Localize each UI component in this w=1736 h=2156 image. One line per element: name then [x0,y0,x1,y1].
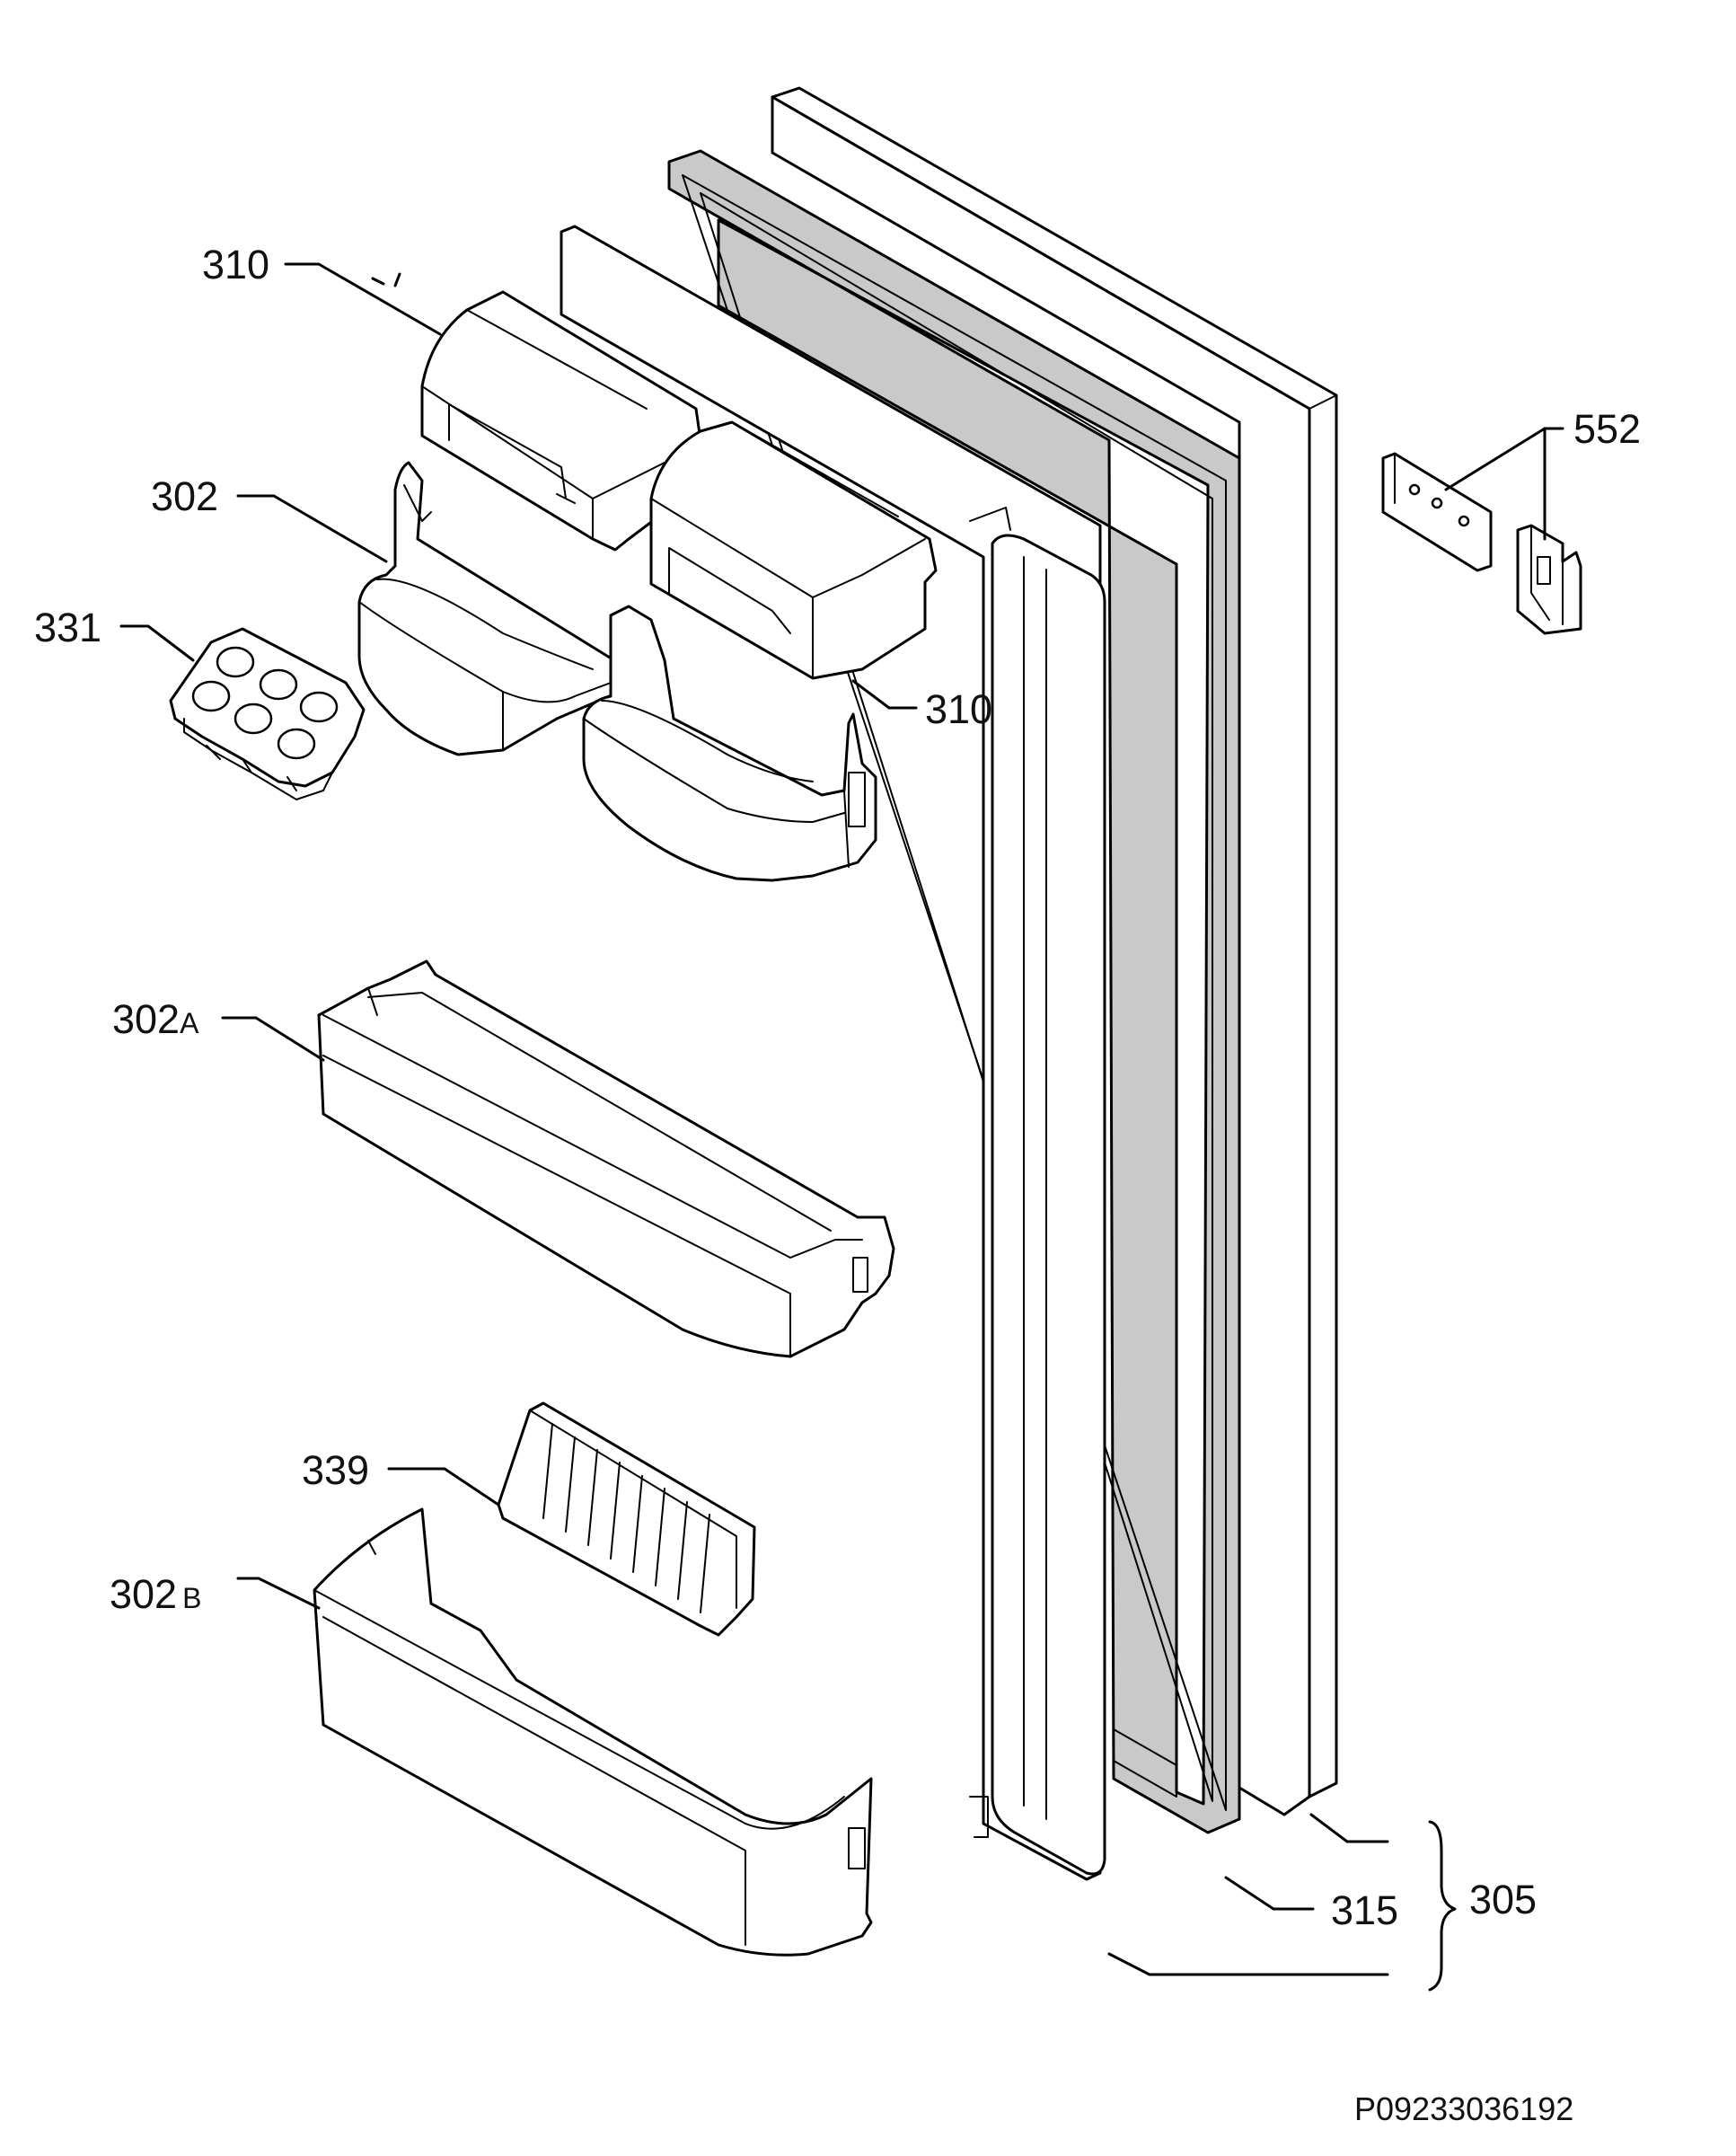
label-302A: 302A [112,996,199,1042]
label-310-top: 310 [202,242,269,287]
label-339: 339 [302,1447,369,1493]
door-outer-panel [771,86,1338,1816]
door-shelf-upper-left [357,461,630,756]
drawing-code: P09233036192 [1354,2090,1573,2127]
hinge-bracket-upper [1381,452,1493,572]
bottle-retainer-ribs [542,1423,710,1613]
label-302B-number: 302 [110,1571,177,1617]
label-302A-suffix: A [180,1007,199,1039]
door-shelf-302A [317,959,895,1358]
butter-compartment-left [420,290,702,552]
door-shelf-upper-right [582,605,877,882]
label-302A-number: 302 [112,996,180,1042]
label-305: 305 [1469,1877,1537,1922]
hinge-bracket-lower [1516,524,1582,635]
door-shelf-302B [313,1507,873,1957]
label-552: 552 [1573,406,1641,452]
label-302: 302 [151,473,218,519]
bottle-retainer [497,1401,756,1637]
label-302B-suffix: B [182,1582,201,1614]
egg-tray-cups [191,646,339,760]
label-315: 315 [1331,1887,1398,1933]
label-331: 331 [34,605,101,650]
leader-lines [119,262,1564,1992]
door-inner-liner [560,225,1106,1881]
label-310-right: 310 [925,686,992,732]
door-gasket [667,149,1241,1834]
butter-compartment-right [649,420,938,680]
